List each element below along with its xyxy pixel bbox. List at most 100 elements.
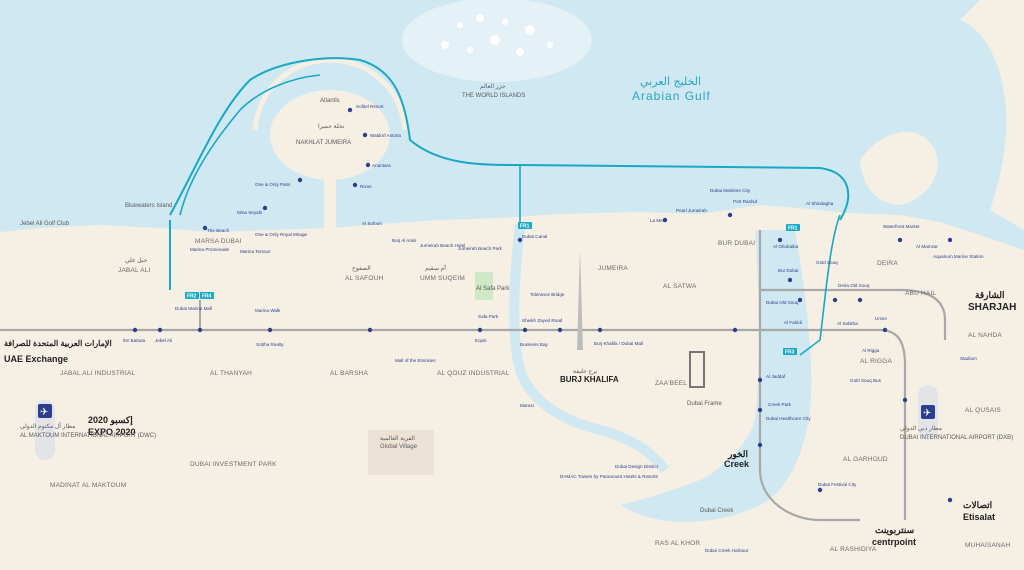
svg-text:FR1: FR1 <box>520 224 530 230</box>
svg-text:Bur Dubai: Bur Dubai <box>778 268 798 273</box>
svg-text:Marina Terrace: Marina Terrace <box>240 249 271 254</box>
svg-text:AL QUSAIS: AL QUSAIS <box>965 407 1001 414</box>
badge-fr1-east: FR1 <box>786 224 800 232</box>
metro-red-line <box>0 328 907 520</box>
svg-text:One & Only Royal Mirage: One & Only Royal Mirage <box>255 232 308 237</box>
svg-text:Marina Walk: Marina Walk <box>255 308 281 313</box>
nakhlat-label: NAKHLAT JUMEIRA <box>296 140 351 146</box>
svg-text:AL QOUZ INDUSTRIAL: AL QOUZ INDUSTRIAL <box>437 370 510 377</box>
station-markers <box>132 107 953 503</box>
svg-text:الصفوح: الصفوح <box>352 265 371 272</box>
centrepoint-label: centrpoint <box>872 537 916 547</box>
svg-text:Equiti: Equiti <box>475 338 487 343</box>
svg-text:JUMEIRA: JUMEIRA <box>598 265 628 272</box>
badge-fr1: FR1 <box>518 222 532 230</box>
safa-park-area <box>475 272 493 300</box>
svg-text:Al Jaddaf: Al Jaddaf <box>766 374 786 379</box>
jebel-ali-golf-label: Jebel Ali Golf Club <box>20 221 70 227</box>
station-labels: Sofitel Resort Waldorf Astoria Anantara … <box>123 104 984 553</box>
dubai-frame-label: Dubai Frame <box>687 401 722 407</box>
svg-text:Jumeirah Beach Hotel: Jumeirah Beach Hotel <box>420 243 465 248</box>
svg-text:Al Fahidi: Al Fahidi <box>784 320 802 325</box>
svg-text:Dubai Maritime City: Dubai Maritime City <box>710 188 751 193</box>
svg-text:Sofitel Resort: Sofitel Resort <box>356 104 384 109</box>
svg-text:AL RIGGA: AL RIGGA <box>860 358 893 365</box>
palm-crescent <box>252 57 408 131</box>
burj-khalifa-label: BURJ KHALIFA <box>560 375 619 384</box>
svg-text:Dubai Festival City: Dubai Festival City <box>818 482 857 487</box>
svg-text:AL THANYAH: AL THANYAH <box>210 370 252 377</box>
svg-text:Waterfront Market: Waterfront Market <box>883 224 920 229</box>
svg-text:Dubai Marina Mall: Dubai Marina Mall <box>175 306 212 311</box>
svg-text:FR4: FR4 <box>202 294 212 300</box>
svg-text:Safa Park: Safa Park <box>478 314 499 319</box>
svg-text:جبل علي: جبل علي <box>125 257 148 264</box>
svg-text:Ibn Battuta: Ibn Battuta <box>123 338 146 343</box>
svg-text:Business Bay: Business Bay <box>520 342 549 347</box>
badge-fr4: FR4 <box>200 292 214 300</box>
svg-text:DUBAI INVESTMENT PARK: DUBAI INVESTMENT PARK <box>190 461 277 468</box>
svg-text:FR1: FR1 <box>788 226 798 232</box>
metro-green-line <box>758 230 860 522</box>
svg-text:Dubai Healthcare City: Dubai Healthcare City <box>766 416 811 421</box>
svg-text:DEIRA: DEIRA <box>877 260 898 267</box>
world-islands-arabic: جزر العالم <box>480 83 506 90</box>
badge-fr2: FR2 <box>185 292 199 300</box>
deira-islands <box>860 131 938 205</box>
svg-text:Deira Old Souq: Deira Old Souq <box>838 283 870 288</box>
ferry-route-fr1 <box>169 57 850 290</box>
etisalat-label: Etisalat <box>963 512 995 522</box>
svg-text:أم سقيم: أم سقيم <box>425 263 446 272</box>
svg-text:AL BARSHA: AL BARSHA <box>330 370 369 377</box>
svg-text:DUBAI INTERNATIONAL AIRPORT (D: DUBAI INTERNATIONAL AIRPORT (DXB) <box>900 435 1013 441</box>
svg-text:FR2: FR2 <box>187 294 197 300</box>
dxb-airport: ✈ مطار دبي الدولي DUBAI INTERNATIONAL AI… <box>900 385 1013 441</box>
centrepoint-arabic: سنتربوينت <box>875 525 914 536</box>
svg-text:La Mer: La Mer <box>650 218 665 223</box>
ferry-route-fr4 <box>179 74 321 216</box>
svg-text:RAS AL KHOR: RAS AL KHOR <box>655 540 700 547</box>
metro-green-line-2 <box>760 288 947 340</box>
bluewaters-label: Bluewaters Island <box>125 203 172 209</box>
nakhlat-arabic: نخلة جميرا <box>318 123 345 130</box>
svg-text:Marina Promenade: Marina Promenade <box>190 247 230 252</box>
etisalat-arabic: اتصالات <box>963 500 992 510</box>
svg-text:Waldorf Astoria: Waldorf Astoria <box>370 133 401 138</box>
svg-text:Union: Union <box>875 316 887 321</box>
world-islands-label: THE WORLD ISLANDS <box>462 93 525 99</box>
ferry-route-fr3 <box>799 214 841 356</box>
sea-label-arabic: الخليج العربي <box>640 75 701 88</box>
svg-text:AL GARHOUD: AL GARHOUD <box>843 456 888 463</box>
uae-exchange-label: UAE Exchange <box>4 354 68 364</box>
svg-text:ABU HAIL: ABU HAIL <box>905 290 936 297</box>
global-village-arabic: القرية العالمية <box>380 435 415 442</box>
svg-text:Anantara: Anantara <box>372 163 391 168</box>
svg-text:DAMAC Towers by Paramount Hote: DAMAC Towers by Paramount Hotels & Resor… <box>560 474 659 479</box>
svg-text:Creek Park: Creek Park <box>768 402 792 407</box>
svg-text:Aquarium Marine Station: Aquarium Marine Station <box>933 254 984 259</box>
sea-label-english: Arabian Gulf <box>632 89 711 103</box>
svg-text:BUR DUBAI: BUR DUBAI <box>718 240 755 247</box>
svg-text:Burj Khalifa / Dubai Mall: Burj Khalifa / Dubai Mall <box>594 341 643 346</box>
svg-text:Al Sabkha: Al Sabkha <box>837 321 858 326</box>
svg-text:Tolerance Bridge: Tolerance Bridge <box>530 292 565 297</box>
svg-text:One & Only Palm: One & Only Palm <box>255 182 291 187</box>
palm-jumeira <box>270 90 390 235</box>
badge-fr3: FR3 <box>783 348 797 356</box>
svg-text:Dubai Old Souq: Dubai Old Souq <box>766 300 799 305</box>
svg-text:Dubai Creek Harbour: Dubai Creek Harbour <box>705 548 749 553</box>
svg-text:UMM SUQEIM: UMM SUQEIM <box>420 275 465 282</box>
svg-text:Mina Seyahi: Mina Seyahi <box>237 210 262 215</box>
sharjah-coast <box>960 0 1024 230</box>
dubai-creek <box>620 230 812 522</box>
svg-text:مطار دبي الدولي: مطار دبي الدولي <box>900 425 942 432</box>
burj-khalifa-tower <box>577 250 583 350</box>
svg-text:Jumeirah Beach Park: Jumeirah Beach Park <box>458 246 503 251</box>
safa-park-label: Al Safa Park <box>476 286 510 292</box>
svg-text:Marasi: Marasi <box>520 403 534 408</box>
svg-text:MADINAT AL MAKTOUM: MADINAT AL MAKTOUM <box>50 482 126 489</box>
global-village-area <box>368 430 434 475</box>
svg-text:Sobha Realty: Sobha Realty <box>256 342 284 347</box>
